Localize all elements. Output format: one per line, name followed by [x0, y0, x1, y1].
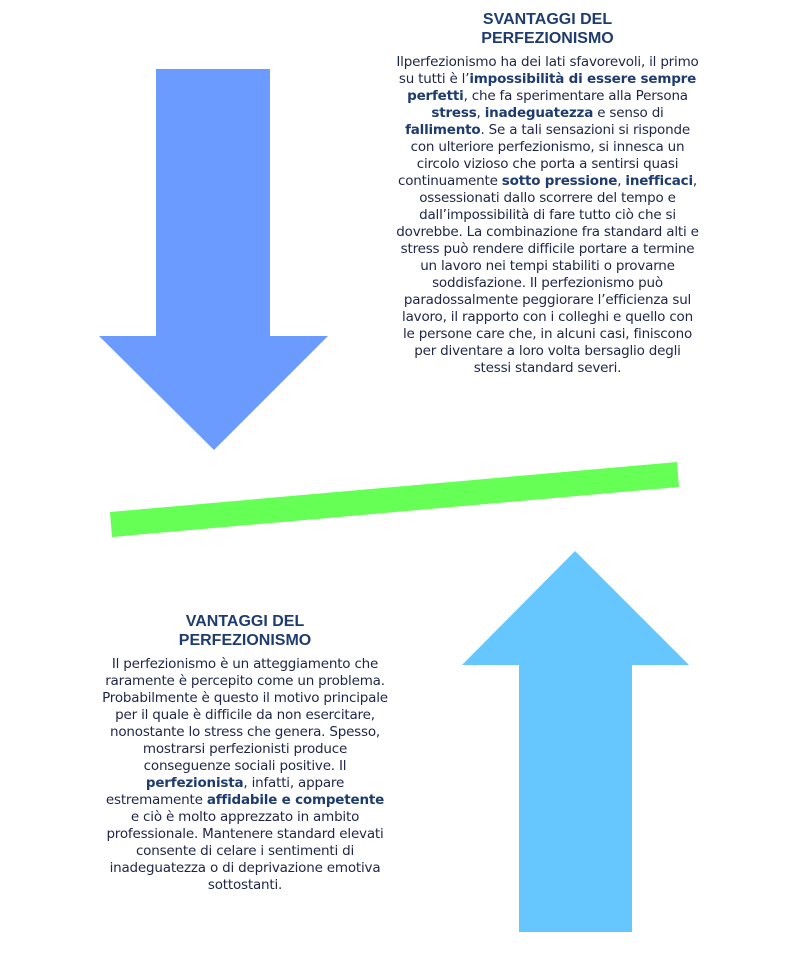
- vantaggi-title-line2: PERFEZIONISMO: [178, 632, 312, 649]
- body-text: Ilperfezionismo ha dei lati sfavorevoli,…: [396, 54, 699, 87]
- svantaggi-title: SVANTAGGI DEL PERFEZIONISMO: [395, 10, 700, 48]
- vantaggi-title: VANTAGGI DEL PERFEZIONISMO: [100, 612, 390, 650]
- emphasis-text: inefficaci: [625, 173, 693, 189]
- emphasis-text: inadeguatezza: [484, 105, 594, 121]
- svantaggi-body: Ilperfezionismo ha dei lati sfavorevoli,…: [395, 54, 700, 377]
- body-text: ,: [617, 173, 626, 189]
- body-text: Il perfezionismo è un atteggiamento che …: [102, 656, 388, 774]
- body-text: e ciò è molto apprezzato in ambito profe…: [106, 809, 384, 893]
- body-text: , ossessionati dallo scorrere del tempo …: [396, 173, 699, 376]
- down-arrow: [99, 69, 328, 450]
- emphasis-text: sotto pressione: [501, 173, 618, 189]
- divider-bar: [110, 462, 679, 537]
- emphasis-text: fallimento: [405, 122, 481, 138]
- up-arrow: [462, 551, 689, 932]
- emphasis-text: impossibilità di essere sempre perfetti: [407, 71, 697, 104]
- emphasis-text: stress: [431, 105, 477, 121]
- body-text: ,: [476, 105, 485, 121]
- body-text: e senso di: [593, 105, 664, 121]
- emphasis-text: perfezionista: [145, 775, 244, 791]
- emphasis-text: affidabile e competente: [206, 792, 385, 808]
- svantaggi-section: SVANTAGGI DEL PERFEZIONISMO Ilperfezioni…: [395, 10, 700, 377]
- svantaggi-title-line1: SVANTAGGI DEL: [482, 11, 613, 28]
- vantaggi-title-line1: VANTAGGI DEL: [185, 613, 305, 630]
- vantaggi-body: Il perfezionismo è un atteggiamento che …: [100, 656, 390, 894]
- body-text: . Se a tali sensazioni si risponde con u…: [398, 122, 690, 189]
- svantaggi-title-line2: PERFEZIONISMO: [481, 30, 614, 47]
- vantaggi-section: VANTAGGI DEL PERFEZIONISMO Il perfezioni…: [100, 612, 390, 894]
- body-text: , infatti, appare estremamente: [105, 775, 345, 808]
- body-text: , che fa sperimentare alla Persona: [463, 88, 688, 104]
